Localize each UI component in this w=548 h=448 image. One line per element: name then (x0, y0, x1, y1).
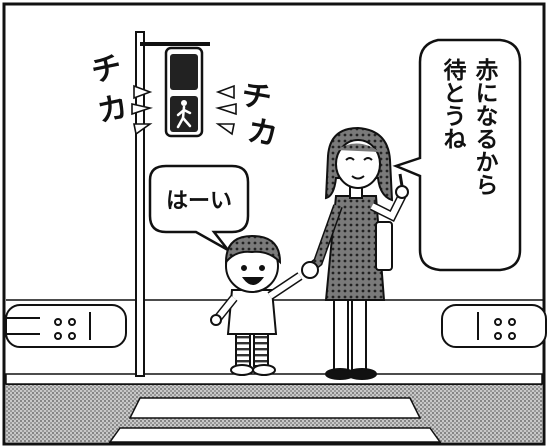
sfx-left-2: カ (94, 89, 131, 129)
curb (5, 373, 543, 385)
flash-marks-left (131, 84, 153, 136)
red-light-off (170, 54, 198, 90)
mother-speech-col2: 待とうね (439, 57, 467, 150)
sfx-left-1: チ (88, 49, 125, 89)
signal-pole (135, 31, 145, 377)
child-speech-bubble: はーい (148, 164, 250, 252)
traffic-signal (131, 31, 237, 377)
child-speech-text: はーい (166, 189, 232, 214)
sfx-right-1: チ (239, 77, 275, 117)
mother-speech-col1: 赤になるから (471, 58, 499, 196)
crosswalk-stripe (108, 427, 442, 443)
fence-left (5, 304, 127, 348)
road (6, 383, 542, 443)
crosswalk-stripe (128, 397, 422, 419)
sfx-right-2: カ (245, 113, 281, 153)
fence-right (441, 304, 547, 348)
flash-marks-right (215, 84, 237, 136)
mother-speech-bubble: 赤になるから 待とうね (392, 38, 522, 272)
child-figure (210, 234, 303, 376)
mother-figure (301, 126, 409, 380)
walking-person-icon (176, 100, 192, 129)
